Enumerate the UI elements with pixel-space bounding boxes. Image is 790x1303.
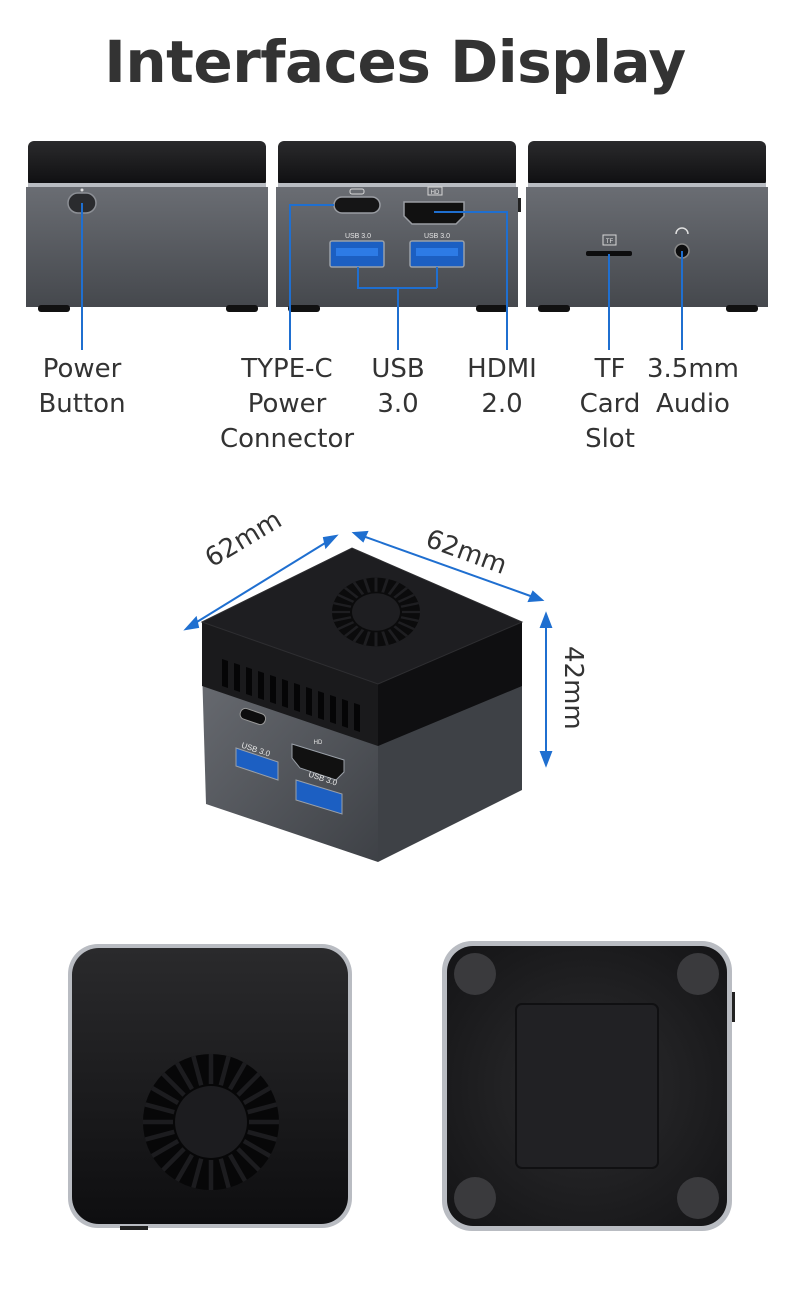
page-title: Interfaces Display [104, 28, 686, 96]
iso-hdmi-icon [291, 743, 345, 781]
callout-lines [81, 203, 683, 350]
headphone-icon [675, 227, 689, 235]
device-isometric-view [200, 547, 524, 862]
device-bottom-view [442, 941, 735, 1231]
label-type-c-connector: TYPE-C Power Connector [219, 354, 355, 454]
iso-usb-bottom-icon [295, 779, 343, 815]
fan-icon [332, 577, 420, 647]
label-hdmi: HDMI 2.0 [467, 354, 537, 419]
iso-type-c-icon [239, 707, 267, 726]
label-tf-card-slot: TF Card Slot [579, 354, 641, 454]
label-usb: USB 3.0 [371, 354, 425, 419]
device-view-card-side [526, 141, 768, 312]
iso-usb-top-icon [235, 747, 279, 781]
hd-badge: HD [431, 190, 440, 196]
top-fan-icon [143, 1054, 279, 1190]
device-view-power-side [26, 141, 268, 312]
type-c-port-icon [333, 196, 381, 214]
label-audio: 3.5mm Audio [646, 354, 739, 419]
usb-left-marking: USB 3.0 [345, 233, 371, 240]
tf-badge: TF [606, 239, 614, 245]
dimension-arrows [183, 530, 553, 768]
device-top-view [68, 944, 352, 1230]
iso-hd-badge: HD [314, 740, 323, 746]
dimension-height: 42mm [558, 646, 588, 730]
label-power-button: Power Button [38, 354, 126, 419]
tf-slot-icon [586, 251, 632, 256]
device-view-ports-side [276, 141, 521, 312]
usb-right-marking: USB 3.0 [424, 233, 450, 240]
